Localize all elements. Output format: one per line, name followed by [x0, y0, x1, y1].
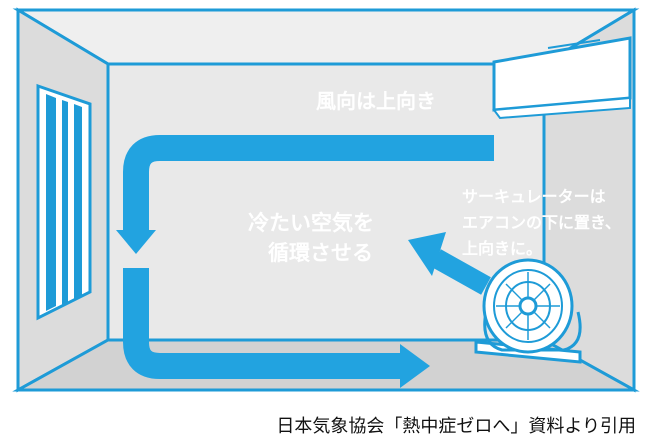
circulate-air-label-line-2: 循環させる [268, 241, 373, 265]
airflow-loop-arrow [116, 135, 494, 388]
room-illustration: 風向は上向き 冷たい空気を 循環させる サーキュレーターは エアコンの下に置き、… [12, 7, 640, 393]
window-icon [36, 83, 92, 321]
fan-airflow-arrow [408, 232, 491, 295]
source-caption: 日本気象協会「熱中症ゼロへ」資料より引用 [276, 416, 636, 437]
circulator-fan-icon [474, 258, 582, 364]
wind-direction-label: 風向は上向き [316, 89, 436, 113]
back-wall [106, 62, 546, 342]
circulate-air-label-line-1: 冷たい空気を [248, 211, 374, 235]
circulator-note-line-1: サーキュレーターは [462, 187, 606, 206]
air-conditioner-icon [492, 36, 632, 120]
circulator-note-line-2: エアコンの下に置き、 [462, 213, 621, 232]
circulator-note-line-3: 上向きに。 [462, 239, 542, 258]
